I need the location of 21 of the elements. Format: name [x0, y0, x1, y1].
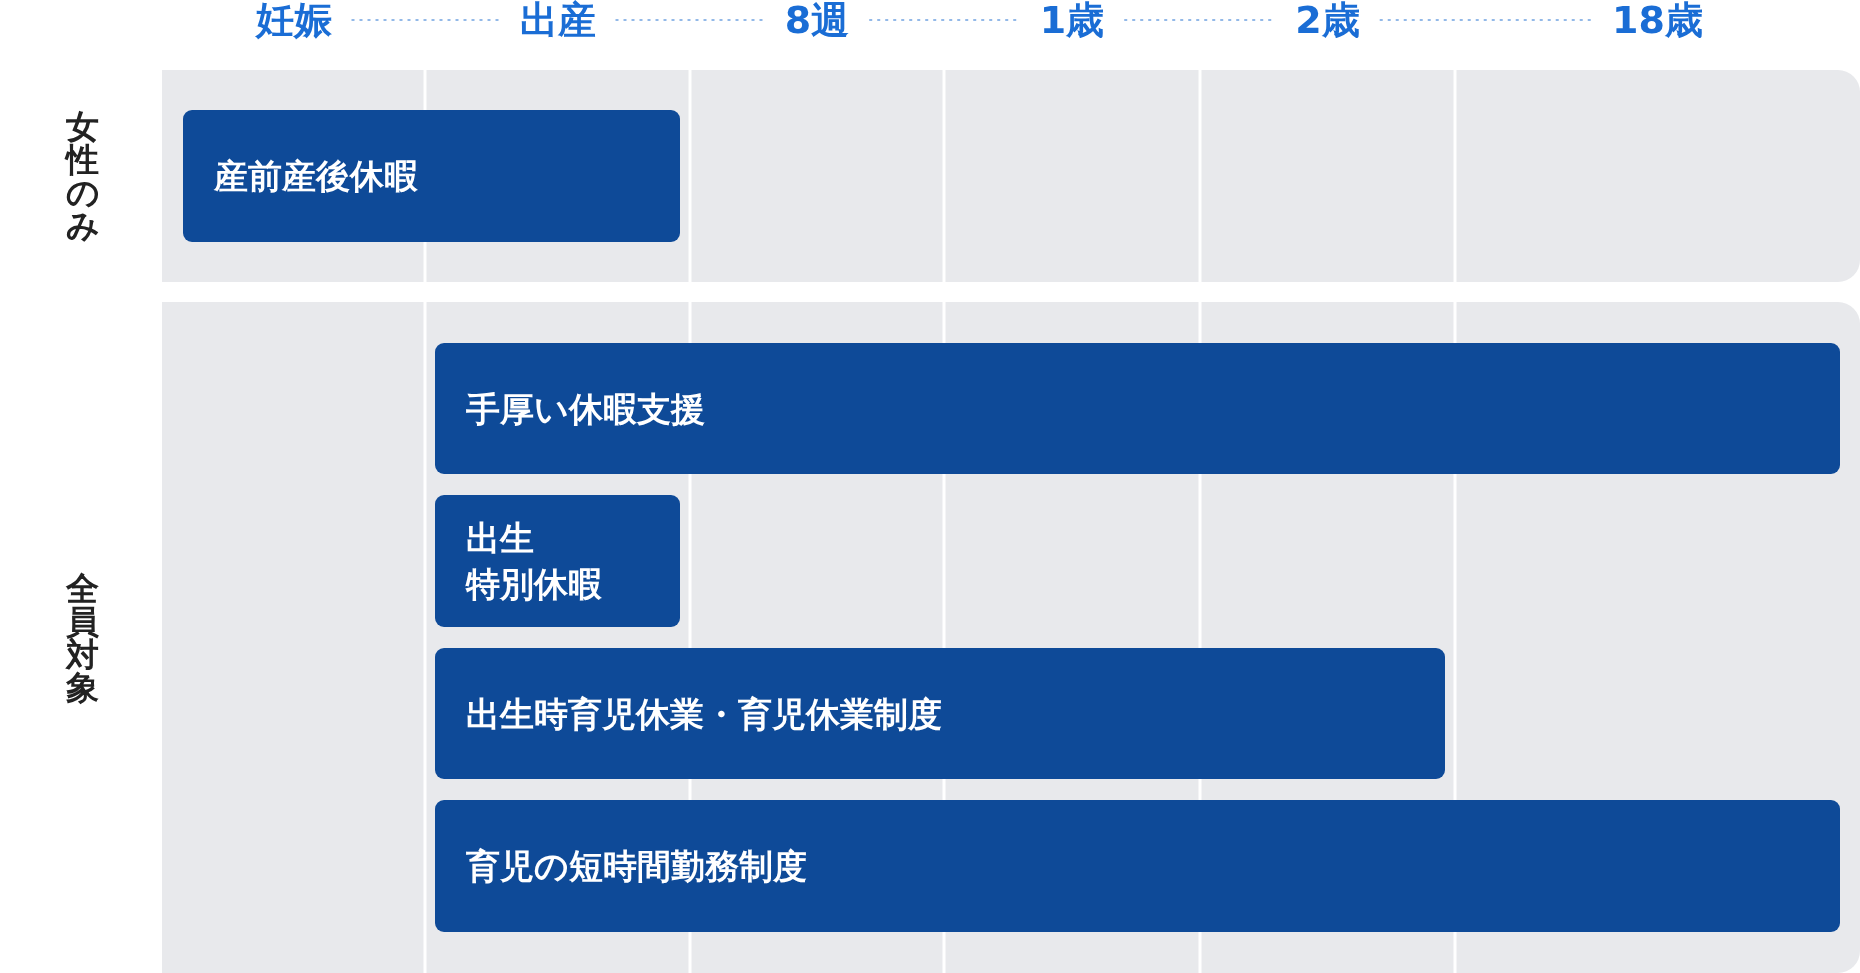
bar-label: 手厚い休暇支援 [466, 387, 705, 431]
timeline-bar [435, 495, 680, 627]
dotted-line [350, 19, 501, 21]
timeline-label: 2歳 [1275, 0, 1380, 40]
timeline-bar [435, 343, 1840, 474]
bar-label: 出生特別休暇 [466, 517, 603, 606]
timeline-bar [435, 648, 1445, 779]
timeline-label: 18歳 [1592, 0, 1723, 40]
timeline-bar [435, 800, 1840, 932]
timeline-label: 出産 [499, 0, 616, 40]
bar-label: 育児の短時間勤務制度 [466, 845, 807, 888]
timeline-label: 妊娠 [235, 0, 352, 40]
dotted-line [1378, 19, 1594, 21]
timeline-bar [183, 110, 680, 242]
timeline-label: 8週 [764, 0, 870, 40]
bar-label: 出生時育児休業・育児休業制度 [466, 692, 942, 736]
dotted-line [614, 19, 766, 21]
bar-label: 産前産後休暇 [214, 155, 418, 198]
row-label: 全員対象 [65, 571, 99, 704]
row-label: 女性のみ [65, 110, 99, 242]
timeline-label: 1歳 [1019, 0, 1125, 40]
